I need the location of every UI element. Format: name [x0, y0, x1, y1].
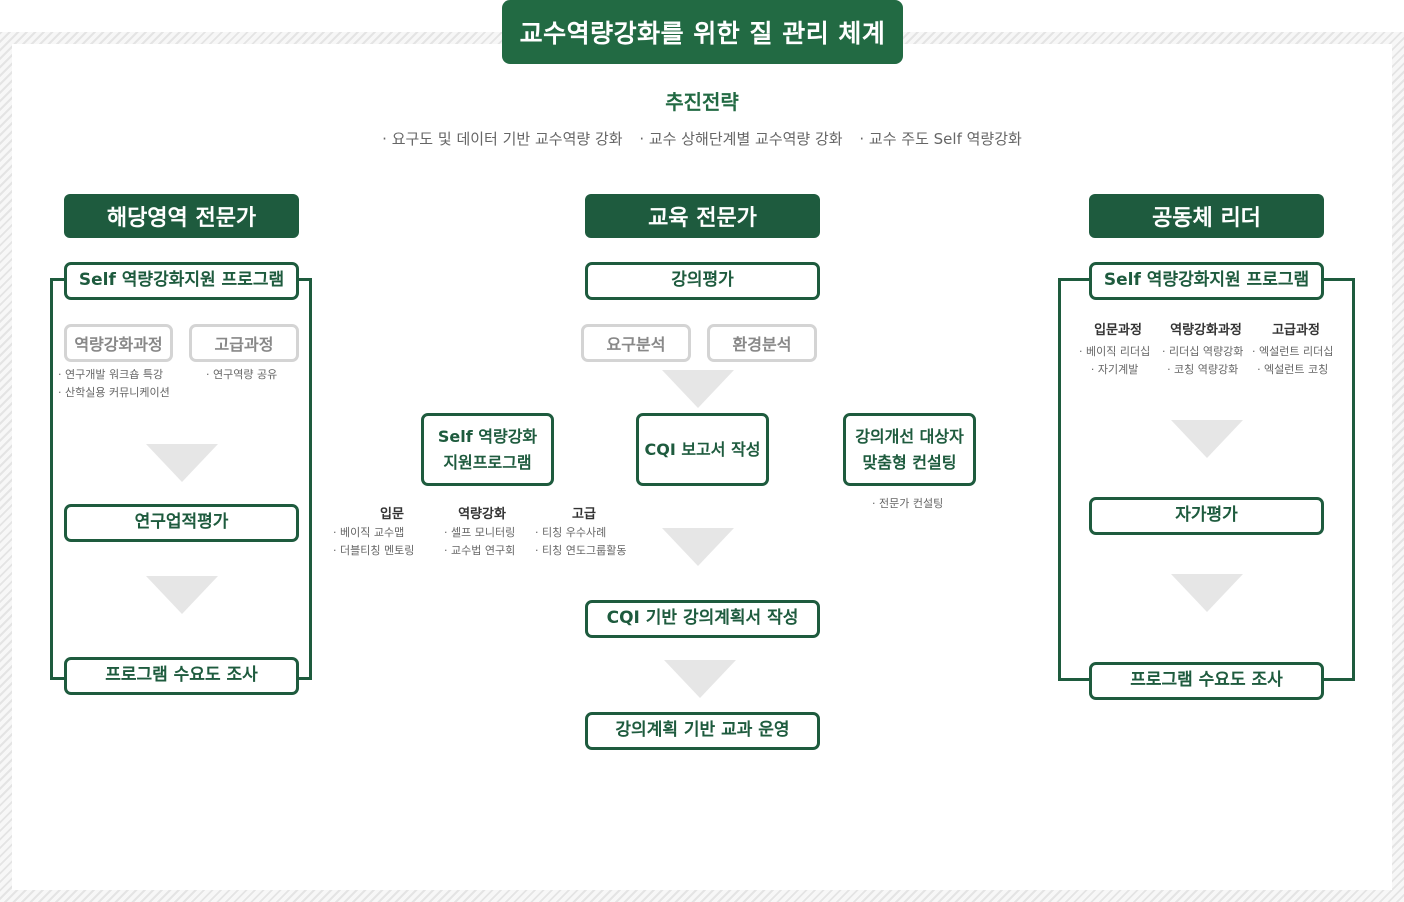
down-arrow-icon — [146, 444, 218, 482]
consulting-box: 강의개선 대상자 맞춤형 컨설팅 — [843, 413, 976, 486]
right-program-box: Self 역량강화지원 프로그램 — [1089, 262, 1324, 300]
left-eval-box: 연구업적평가 — [64, 504, 299, 542]
down-arrow-icon — [1171, 420, 1243, 458]
strategy-title: 추진전략 — [665, 90, 739, 114]
level-name: 고급 — [572, 507, 596, 522]
right-survey-box: 프로그램 수요도 조사 — [1089, 662, 1324, 700]
down-arrow-icon — [664, 660, 736, 698]
level-items: · 티칭 우수사례 · 티칭 연도그룹활동 — [535, 526, 627, 557]
strategy-item: · 요구도 및 데이터 기반 교수역량 강화 — [382, 130, 623, 148]
level-items: · 베이직 교수맵 · 더블티칭 멘토링 — [333, 526, 415, 557]
level-items: · 베이직 리더십 · 자기계발 — [1079, 345, 1151, 376]
level-name: 입문 — [380, 507, 404, 522]
environment-analysis-box: 환경분석 — [707, 324, 817, 362]
lecture-eval-box: 강의평가 — [585, 262, 820, 300]
requirement-analysis-box: 요구분석 — [581, 324, 691, 362]
strategy-item: · 교수 상해단계별 교수역량 강화 — [639, 130, 843, 148]
left-program-box: Self 역량강화지원 프로그램 — [64, 262, 299, 300]
level-items: · 리더십 역량강화 · 코칭 역량강화 — [1162, 345, 1244, 376]
down-arrow-icon — [1171, 574, 1243, 612]
course-operation-box: 강의계획 기반 교과 운영 — [585, 712, 820, 750]
center-column-head: 교육 전문가 — [585, 194, 820, 238]
self-eval-box: 자가평가 — [1089, 497, 1324, 535]
strategy-item: · 교수 주도 Self 역량강화 — [859, 130, 1022, 148]
consult-note: · 전문가 컨설팅 — [872, 497, 944, 510]
down-arrow-icon — [662, 370, 734, 408]
cqi-plan-box: CQI 기반 강의계획서 작성 — [585, 600, 820, 638]
left-note-1: · 연구개발 워크숍 특강 · 산학실용 커뮤니케이션 — [58, 368, 170, 399]
right-column-head: 공동체 리더 — [1089, 194, 1324, 238]
left-survey-box: 프로그램 수요도 조사 — [64, 657, 299, 695]
self-program-box: Self 역량강화 지원프로그램 — [421, 413, 554, 486]
level-items: · 셀프 모니터링 · 교수법 연구회 — [444, 526, 516, 557]
left-column-head: 해당영역 전문가 — [64, 194, 299, 238]
level-name: 역량강화 — [458, 507, 506, 522]
right-bracket — [1058, 278, 1355, 681]
down-arrow-icon — [662, 528, 734, 566]
left-note-2: · 연구역량 공유 — [206, 368, 278, 381]
down-arrow-icon — [146, 576, 218, 614]
level-items: · 엑설런트 리더십 · 엑설런트 코칭 — [1252, 345, 1334, 376]
strategy-list: · 요구도 및 데이터 기반 교수역량 강화 · 교수 상해단계별 교수역량 강… — [0, 128, 1404, 149]
left-course-high-box: 고급과정 — [189, 324, 299, 362]
level-name: 고급과정 — [1272, 323, 1320, 338]
left-course-advanced-box: 역량강화과정 — [64, 324, 173, 362]
level-name: 입문과정 — [1094, 323, 1142, 338]
level-name: 역량강화과정 — [1170, 323, 1242, 338]
page-title: 교수역량강화를 위한 질 관리 체계 — [502, 0, 903, 64]
cqi-report-box: CQI 보고서 작성 — [636, 413, 769, 486]
